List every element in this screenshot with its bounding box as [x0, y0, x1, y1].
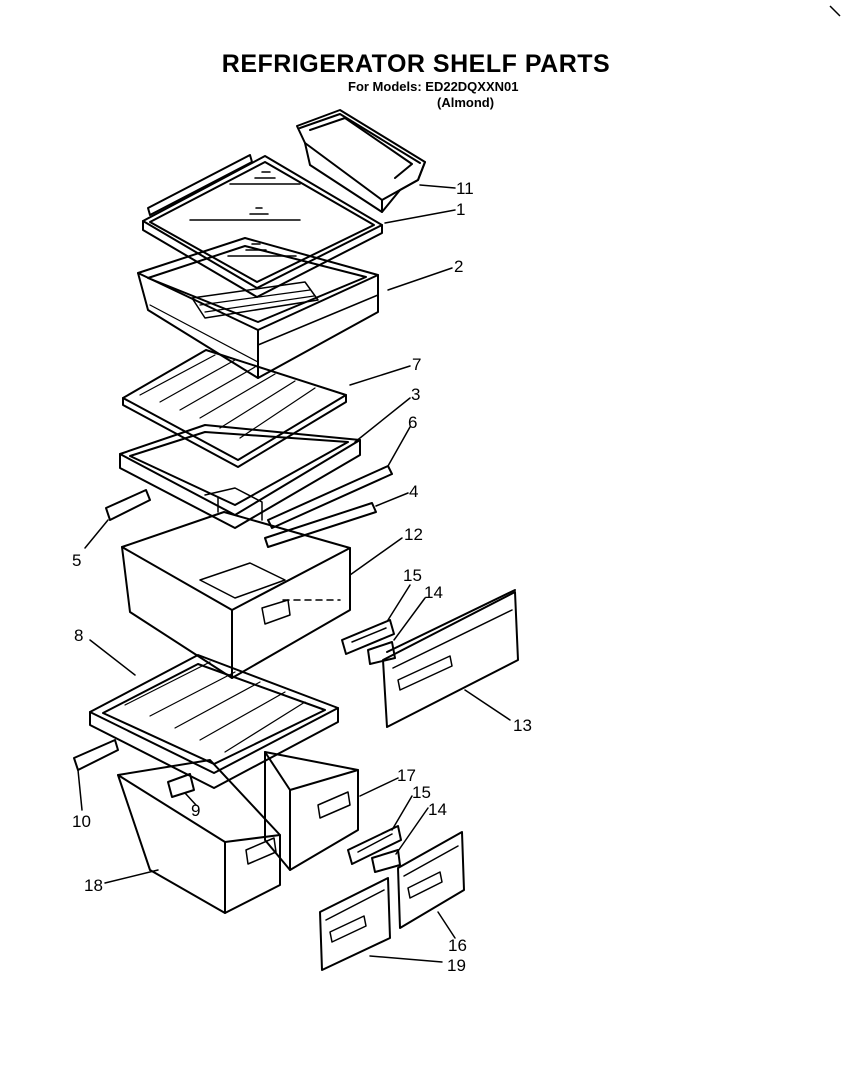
callout-9: 9	[191, 801, 200, 820]
part-9-roller	[167, 773, 195, 798]
part-14-clip-lower	[371, 849, 401, 873]
corner-mark	[829, 5, 841, 17]
callout-14-lower: 14	[428, 800, 447, 819]
callout-14-upper: 14	[424, 583, 443, 602]
part-13-drawer-front	[382, 589, 519, 728]
leader-lines	[77, 184, 511, 963]
callout-3: 3	[411, 385, 420, 404]
part-10-slide	[73, 739, 119, 771]
part-19-drawer-front	[319, 877, 391, 971]
part-3-crisper-frame	[119, 424, 361, 529]
callout-18: 18	[84, 876, 103, 895]
models-line: For Models: ED22DQXXN01	[348, 79, 519, 94]
part-5-slide	[105, 489, 151, 521]
callout-16: 16	[448, 936, 467, 955]
part-7-insert	[122, 349, 347, 468]
callout-labels: 11 1 2 7 3 6 4 5 12 15 14 8 13 10 9 17 1…	[72, 179, 532, 975]
part-17-drawer-right	[264, 751, 359, 871]
callout-1: 1	[456, 200, 465, 219]
part-4-rail	[264, 502, 377, 548]
callout-17: 17	[397, 766, 416, 785]
callout-19: 19	[447, 956, 466, 975]
page-title: REFRIGERATOR SHELF PARTS	[221, 50, 611, 78]
part-11-bin	[296, 109, 426, 213]
part-8-lower-shelf	[89, 654, 339, 789]
part-15-hinge-lower	[347, 825, 402, 865]
callout-8: 8	[74, 626, 83, 645]
callout-6: 6	[408, 413, 417, 432]
callout-4: 4	[409, 482, 418, 501]
callout-15-lower: 15	[412, 783, 431, 802]
color-line: (Almond)	[437, 95, 495, 110]
callout-2: 2	[454, 257, 463, 276]
part-1-glass-shelf	[142, 154, 383, 298]
part-16-drawer-front	[397, 831, 465, 929]
callout-7: 7	[412, 355, 421, 374]
part-12-crisper-drawer	[121, 511, 351, 679]
part-15-hinge-upper	[341, 619, 395, 655]
callout-12: 12	[404, 525, 423, 544]
callout-15-upper: 15	[403, 566, 422, 585]
part-14-clip-upper	[367, 641, 396, 665]
callout-13: 13	[513, 716, 532, 735]
callout-10: 10	[72, 812, 91, 831]
callout-5: 5	[72, 551, 81, 570]
part-2-cover-frame	[137, 237, 379, 379]
part-18-drawer-left	[117, 759, 281, 914]
callout-11: 11	[456, 179, 474, 198]
